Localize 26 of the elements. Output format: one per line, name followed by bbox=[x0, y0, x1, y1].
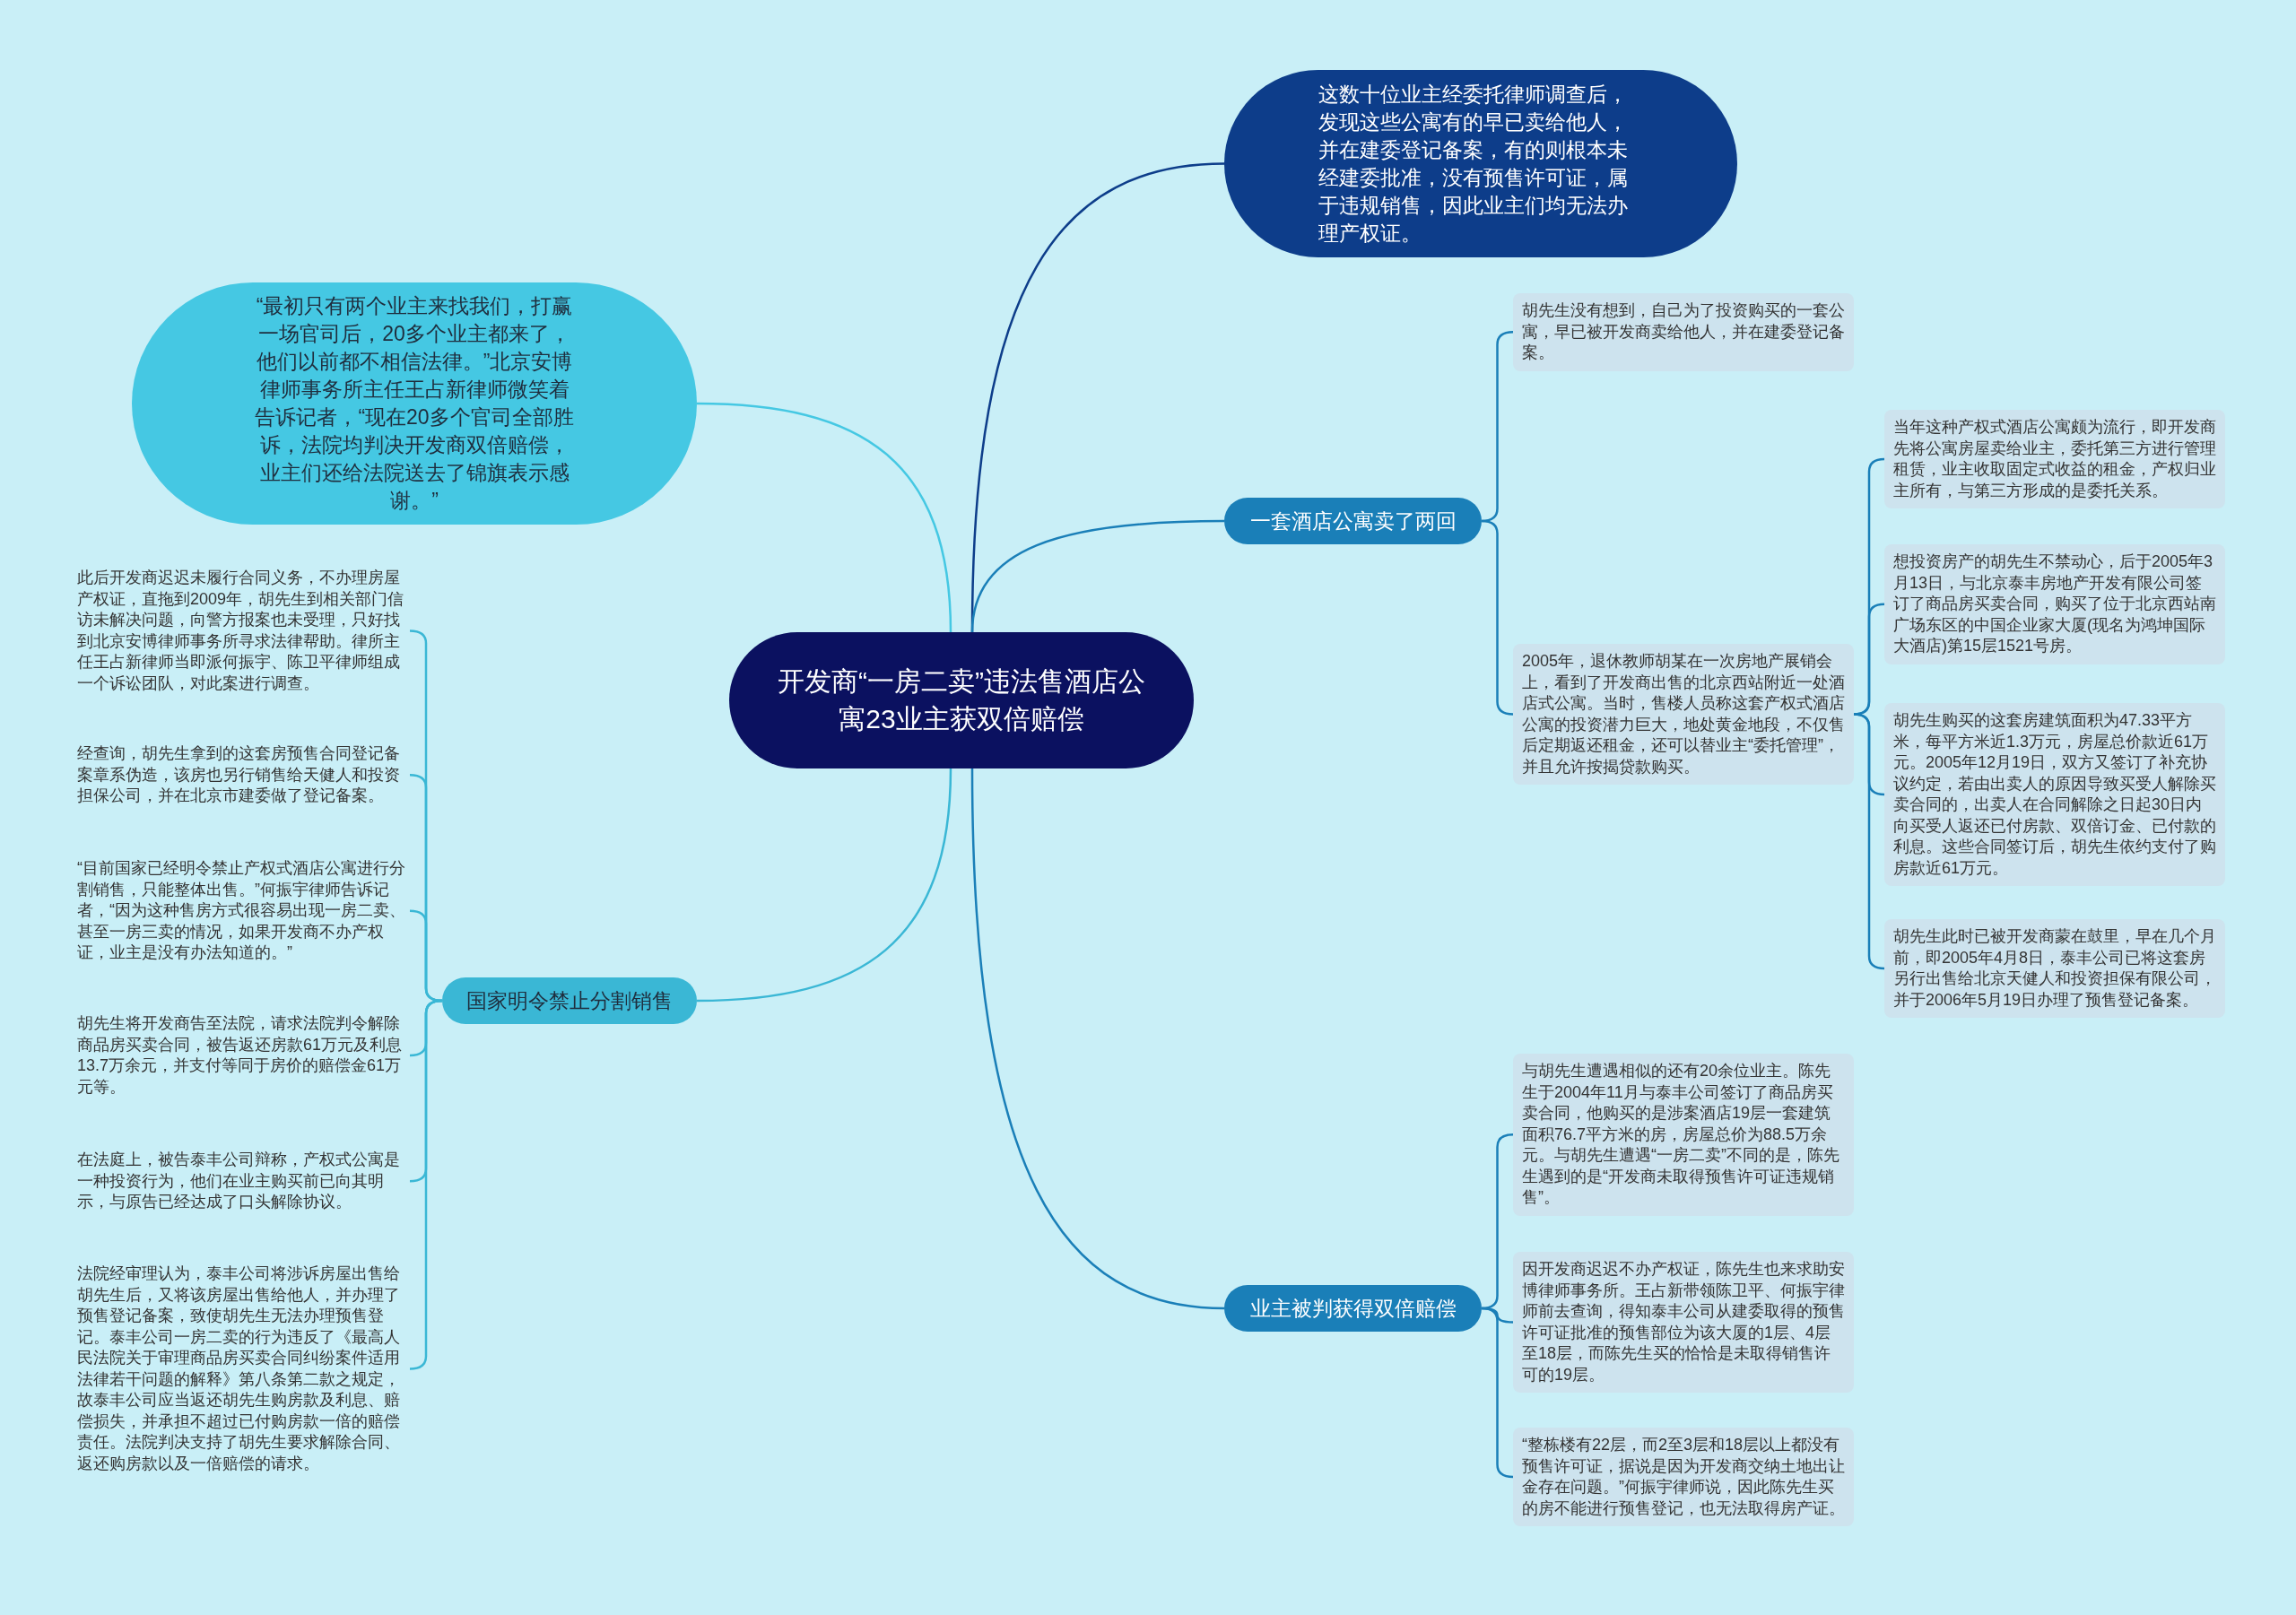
text-card: 与胡先生遭遇相似的还有20余位业主。陈先生于2004年11月与泰丰公司签订了商品房买卖合同，他购买的是涉案酒店19层一套建筑面积76.7平方米的房，房屋总价为88.5万余元。与胡先生遭遇“一房二卖”不同的是，陈先生遇到的是“开发商未取得预售许可证违规销售”。 bbox=[1513, 1054, 1854, 1216]
central-topic: 开发商“一房二卖”违法售酒店公寓23业主获双倍赔偿 bbox=[729, 632, 1194, 768]
text-card: 胡先生购买的这套房建筑面积为47.33平方米，每平方米近1.3万元，房屋总价款近61万元。2005年12月19日，双方又签订了补充协议约定，若由出卖人的原因导致买受人解除买卖合同的，出卖人在合同解除之日起30日内向买受人返还已付房款、双倍订金、已付款的利息。这些合同签订后，胡先生依约支付了购房款近61万元。 bbox=[1884, 703, 2225, 886]
paragraph: “目前国家已经明令禁止产权式酒店公寓进行分割销售，只能整体出售。”何振宇律师告诉记者，“因为这种售房方式很容易出现一房二卖、甚至一房三卖的情况，如果开发商不办产权证，业主是没有办法知道的。” bbox=[74, 858, 410, 964]
paragraph: 此后开发商迟迟未履行合同义务，不办理房屋产权证，直拖到2009年，胡先生到相关部门信访未解决问题，向警方报案也未受理，只好找到北京安博律师事务所寻求法律帮助。律所主任王占新律师当即派何振宇、陈卫平律师组成一个诉讼团队，对此案进行调查。 bbox=[74, 568, 410, 694]
text-card: 因开发商迟迟不办产权证，陈先生也来求助安博律师事务所。王占新带领陈卫平、何振宇律师前去查询，得知泰丰公司从建委取得的预售许可证批准的预售部位为该大厦的1层、4层至18层，而陈先生买的恰恰是未取得销售许可的19层。 bbox=[1513, 1252, 1854, 1393]
paragraph: 在法庭上，被告泰丰公司辩称，产权式公寓是一种投资行为，他们在业主购买前已向其明示，与原告已经达成了口头解除协议。 bbox=[74, 1150, 410, 1213]
paragraph: 经查询，胡先生拿到的这套房预售合同登记备案章系伪造，该房也另行销售给天健人和投资担保公司，并在北京市建委做了登记备案。 bbox=[74, 743, 410, 807]
connector-line bbox=[970, 519, 1224, 633]
text-card: 胡先生此时已被开发商蒙在鼓里，早在几个月前，即2005年4月8日，泰丰公司已将这套房另行出售给北京天健人和投资担保有限公司，并于2006年5月19日办理了预售登记备案。 bbox=[1884, 919, 2225, 1018]
callout-bubble: “最初只有两个业主来找我们，打赢一场官司后，20多个业主都来了，他们以前都不相信法律。”北京安博律师事务所主任王占新律师微笑着告诉记者，“现在20多个官司全部胜诉，法院均判决开发商双倍赔偿，业主们还给法院送去了锦旗表示感谢。” bbox=[132, 282, 697, 525]
text-card: 当年这种产权式酒店公寓颇为流行，即开发商先将公寓房屋卖给业主，委托第三方进行管理租赁，业主收取固定式收益的租金，产权归业主所有，与第三方形成的是委托关系。 bbox=[1884, 410, 2225, 508]
connector-line bbox=[696, 768, 952, 1003]
paragraph: 胡先生将开发商告至法院，请求法院判令解除商品房买卖合同，被告返还房款61万元及利息13.7万余元，并支付等同于房价的赔偿金61万元等。 bbox=[74, 1013, 410, 1098]
connector-line bbox=[696, 402, 952, 633]
paragraph: 法院经审理认为，泰丰公司将涉诉房屋出售给胡先生后，又将该房屋出售给他人，并办理了预售登记备案，致使胡先生无法办理预售登记。泰丰公司一房二卖的行为违反了《最高人民法院关于审理商品房买卖合同纠纷案件适用法律若干问题的解释》第八条第二款之规定，故泰丰公司应当返还胡先生购房款及利息、赔偿损失，并承担不超过已付购房款一倍的赔偿责任。法院判决支持了胡先生要求解除合同、返还购房款以及一倍赔偿的请求。 bbox=[74, 1263, 410, 1474]
branch-topic: 国家明令禁止分割销售 bbox=[442, 977, 697, 1024]
branch-topic: 业主被判获得双倍赔偿 bbox=[1224, 1285, 1482, 1332]
branch-topic: 一套酒店公寓卖了两回 bbox=[1224, 498, 1482, 544]
connector-line bbox=[970, 768, 1225, 1310]
text-card: “整栋楼有22层，而2至3层和18层以上都没有预售许可证，据说是因为开发商交纳土地出让金存在问题。”何振宇律师说，因此陈先生买的房不能进行预售登记，也无法取得房产证。 bbox=[1513, 1428, 1854, 1526]
connector-line bbox=[409, 999, 443, 1370]
text-card: 2005年，退休教师胡某在一次房地产展销会上，看到了开发商出售的北京西站附近一处酒店式公寓。当时，售楼人员称这套产权式酒店公寓的投资潜力巨大，地处黄金地段，不仅售后定期返还租金，还可以替业主“委托管理”，并且允许按揭贷款购买。 bbox=[1513, 644, 1854, 785]
callout-bubble: 这数十位业主经委托律师调查后，发现这些公寓有的早已卖给他人，并在建委登记备案，有的则根本未经建委批准，没有预售许可证，属于违规销售，因此业主们均无法办理产权证。 bbox=[1224, 70, 1737, 257]
text-card: 想投资房产的胡先生不禁动心，后于2005年3月13日，与北京泰丰房地产开发有限公司签订了商品房买卖合同，购买了位于北京西站南广场东区的中国企业家大厦(现名为鸿坤国际大酒店)第15层1521号房。 bbox=[1884, 544, 2225, 664]
text-card: 胡先生没有想到，自己为了投资购买的一套公寓，早已被开发商卖给他人，并在建委登记备案。 bbox=[1513, 293, 1854, 371]
